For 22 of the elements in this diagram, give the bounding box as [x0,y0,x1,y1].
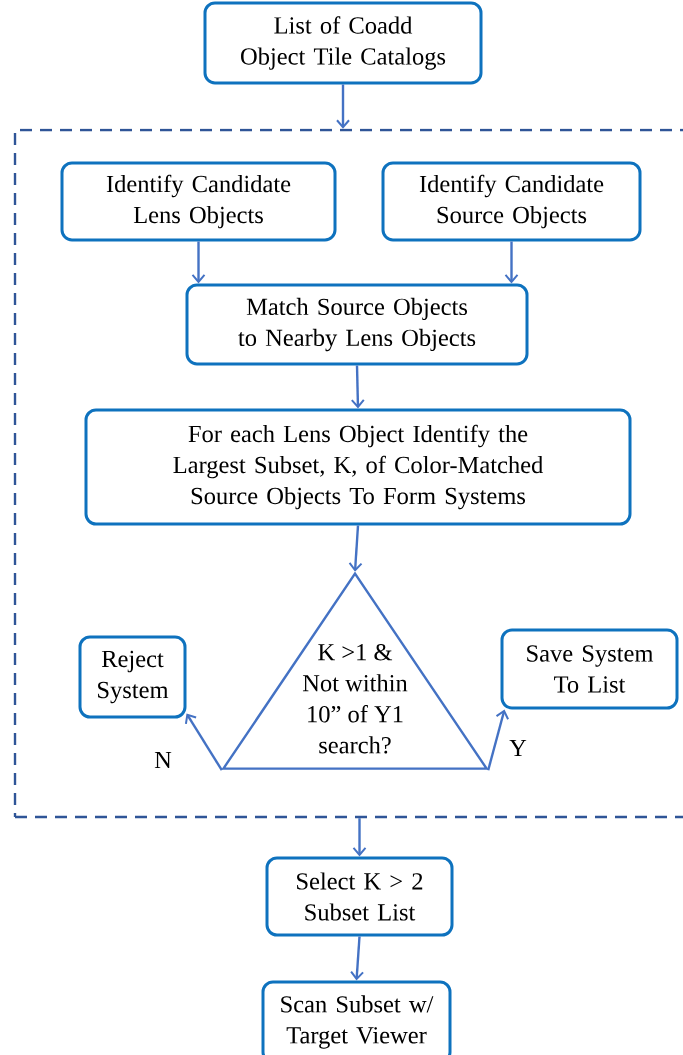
process-box: Select K > 2 Subset List [265,856,454,937]
process-box: Save System To List [500,628,679,710]
process-box: Identify Candidate Source Objects [381,161,642,242]
process-box: Reject System [78,635,187,719]
edge-label: Y [508,738,528,757]
arrow [191,241,206,284]
arrow [352,818,367,857]
process-box: Scan Subset w/ Target Viewer [261,980,452,1055]
process-box: For each Lens Object Identify the Largest Subset, K, of Color-Matched Source Objects To Form Systems [84,408,632,526]
arrow [487,709,510,771]
arrow [348,525,363,572]
dashed-frame [13,128,683,819]
arrow [184,713,223,771]
process-box: Match Source Objects to Nearby Lens Objects [185,283,529,366]
arrow [504,241,519,284]
arrow [350,365,365,409]
arrow [336,84,350,129]
process-box: Identify Candidate Lens Objects [60,161,337,242]
decision-triangle: K >1 & Not within 10” of Y1 search? [222,572,488,770]
edge-label: N [153,751,173,769]
arrow [350,936,365,981]
process-box: List of Coadd Object Tile Catalogs [203,1,483,85]
